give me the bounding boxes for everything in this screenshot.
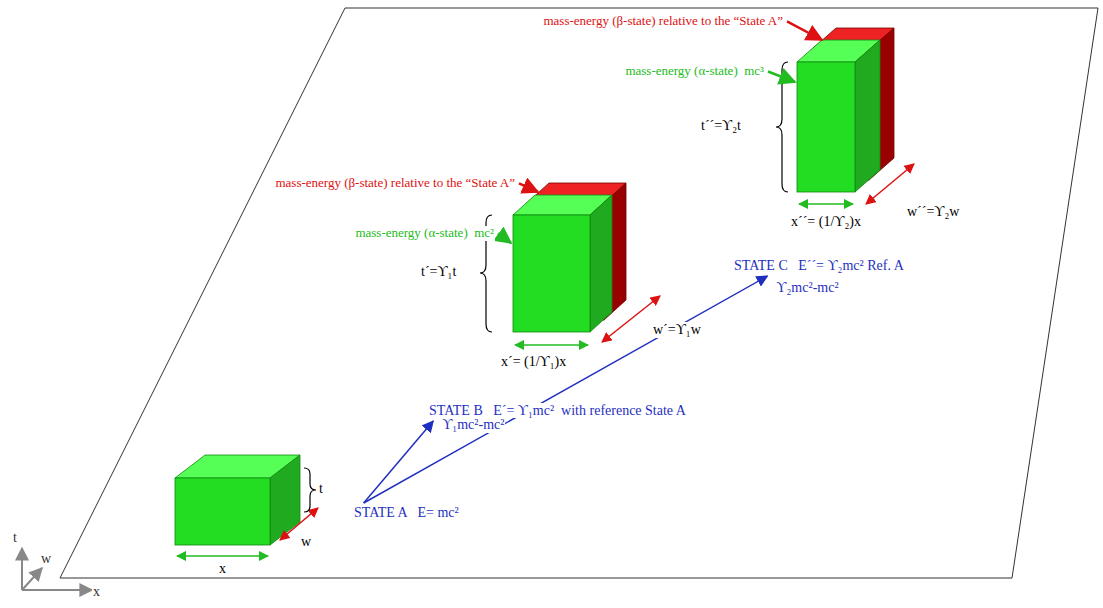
- edge-label: ϒ₂mc²-mc²: [775, 280, 839, 296]
- dimension-label: t: [318, 481, 324, 497]
- cube-a: [175, 455, 300, 545]
- braces: [304, 62, 788, 512]
- plane: [60, 8, 1098, 578]
- annotation-label: mass-energy (β-state) relative to the “S…: [542, 14, 784, 29]
- leader-arrow: [787, 21, 822, 40]
- dimension-label: x: [92, 584, 101, 600]
- leader-arrow: [768, 71, 795, 82]
- dimension-label: t: [12, 530, 18, 546]
- dimension-label: w´=ϒ₁w: [652, 322, 702, 338]
- state-arrow: [364, 421, 434, 503]
- annotation-label: mass-energy (α-state) mc²: [354, 226, 495, 241]
- state-arrow: [364, 276, 768, 503]
- edge-label: ϒ₁mc²-mc²: [441, 417, 505, 433]
- leader-arrow: [498, 233, 511, 243]
- dimension-label: w´´=ϒ₂w: [906, 204, 960, 220]
- dimension-label: x: [218, 561, 227, 577]
- cube-c: [797, 28, 894, 192]
- dimension-label: t´´=ϒ₂t: [700, 118, 742, 134]
- state-label: STATE A E= mc²: [353, 505, 460, 521]
- state-text: STATE C E´´= ϒ₂mc² Ref. A: [733, 258, 905, 273]
- dimension-arrows: [177, 164, 914, 556]
- dimension-label: x´´= (1/ϒ₂)x: [790, 214, 862, 230]
- dimension-label: w: [300, 534, 312, 550]
- axes: [22, 548, 92, 590]
- dimension-label: t´=ϒ₁t: [420, 264, 457, 280]
- state-label: STATE C E´´= ϒ₂mc² Ref. A: [733, 258, 905, 274]
- annotation-label: mass-energy (α-state) mc³: [624, 64, 765, 79]
- state-text: STATE A E= mc²: [353, 505, 460, 520]
- dimension-label: x´= (1/ϒ₁)x: [500, 354, 567, 370]
- annotation-label: mass-energy (β-state) relative to the “S…: [274, 176, 516, 191]
- dimension-label: w: [40, 551, 52, 567]
- leader-arrow: [519, 183, 538, 192]
- state-text: STATE B E´= ϒ₁mc² with reference State A: [428, 403, 687, 418]
- cube-b: [513, 183, 626, 332]
